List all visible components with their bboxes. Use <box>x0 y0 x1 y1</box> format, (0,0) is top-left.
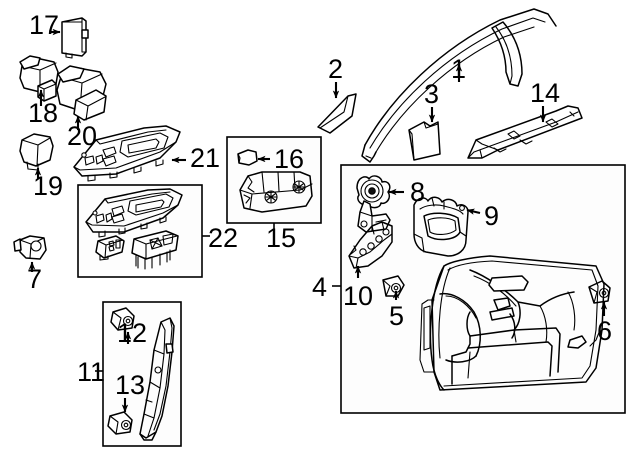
part-11-front-pillar-garnish-kit <box>139 317 175 441</box>
callout-6[interactable]: 6 <box>597 316 613 346</box>
part-3-rear-corner-garnish <box>408 121 441 161</box>
callout-22[interactable]: 22 <box>208 223 239 253</box>
callout-16[interactable]: 16 <box>274 144 305 174</box>
callout-13[interactable]: 13 <box>115 370 146 400</box>
callout-11[interactable]: 11 <box>77 357 106 387</box>
callout-20[interactable]: 20 <box>67 121 98 151</box>
callout-15[interactable]: 15 <box>266 223 297 253</box>
part-4-door-trim-panel-assembly <box>419 255 605 391</box>
leader-9 <box>466 208 481 215</box>
part-6-trim-clip-right <box>588 280 611 304</box>
callout-7[interactable]: 7 <box>27 264 43 294</box>
callout-4[interactable]: 4 <box>312 272 328 302</box>
callout-17[interactable]: 17 <box>29 10 60 40</box>
part-2-front-corner-garnish <box>317 93 357 134</box>
part-18-power-window-motor-switch <box>19 55 59 102</box>
part-15-armrest-pull-cup-assembly <box>239 171 313 213</box>
callout-14[interactable]: 14 <box>530 78 561 108</box>
part-9-inside-door-handle <box>413 196 469 257</box>
part-13-pillar-clip-lower <box>107 411 133 435</box>
callout-9[interactable]: 9 <box>484 201 500 231</box>
part-21-switch-bezel-panel <box>73 125 181 182</box>
part-14-belt-molding-weatherstrip <box>467 105 583 159</box>
callout-3[interactable]: 3 <box>424 79 440 109</box>
callout-19[interactable]: 19 <box>33 171 64 201</box>
callout-5[interactable]: 5 <box>389 301 405 331</box>
part-20-master-window-switch <box>56 65 107 121</box>
callout-1[interactable]: 1 <box>451 54 467 84</box>
part-1-window-frame-molding <box>361 8 557 163</box>
part-22-switch-bezel-kit <box>85 188 183 270</box>
part-7-mirror-switch-bracket <box>13 235 47 260</box>
part-16-pull-cup-plug <box>237 149 258 166</box>
part-19-door-courtesy-switch <box>19 133 54 171</box>
callout-18[interactable]: 18 <box>28 98 59 128</box>
callout-8[interactable]: 8 <box>410 177 426 207</box>
leader-lines <box>28 28 608 413</box>
callout-2[interactable]: 2 <box>328 54 344 84</box>
callout-12[interactable]: 12 <box>117 318 148 348</box>
callout-21[interactable]: 21 <box>190 143 221 173</box>
part-17-door-lock-control-module <box>61 17 89 59</box>
callout-10[interactable]: 10 <box>343 281 374 311</box>
part-12-pillar-clip-upper <box>110 307 135 331</box>
